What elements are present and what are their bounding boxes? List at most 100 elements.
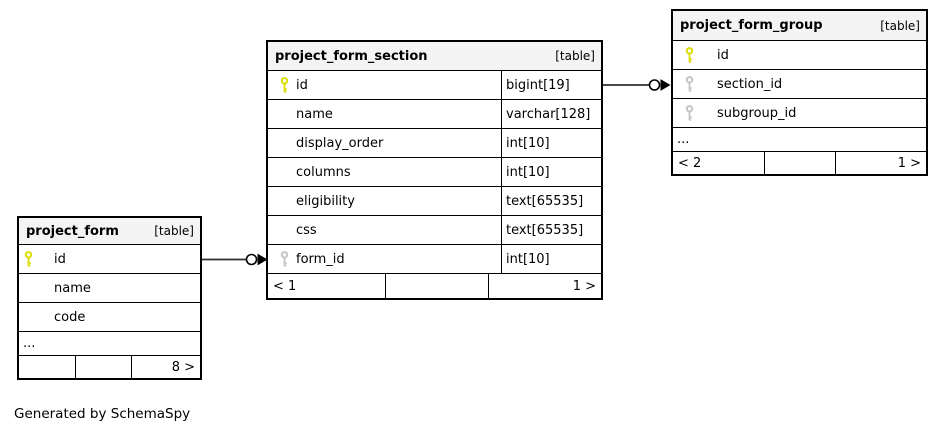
ellipsis-text: ...: [677, 132, 690, 147]
footer-parents: < 1: [268, 274, 385, 298]
more-columns-ellipsis: ...: [19, 332, 200, 356]
footer-parents: [19, 356, 75, 378]
column-row: subgroup_id: [673, 99, 926, 128]
column-name-cell: name: [19, 274, 200, 302]
column-name-cell: css: [268, 216, 501, 244]
footer-children-label: 1 >: [897, 155, 921, 171]
table-header: project_form_group [table]: [673, 11, 926, 41]
table-type-badge: [table]: [880, 18, 920, 33]
column-type: int[10]: [506, 164, 550, 180]
column-name: display_order: [296, 135, 384, 151]
column-name-cell: form_id: [268, 245, 501, 273]
column-type: text[65535]: [506, 222, 584, 238]
key-slot: [673, 105, 717, 121]
column-type: varchar[128]: [506, 106, 591, 122]
ellipsis-text: ...: [23, 336, 36, 351]
column-type-cell: bigint[19]: [501, 71, 601, 99]
column-name: css: [296, 222, 317, 238]
column-row: id: [19, 245, 200, 274]
table-header: project_form_section [table]: [268, 42, 601, 71]
foreign-key-icon: [685, 105, 694, 121]
column-type-cell: int[10]: [501, 129, 601, 157]
table-footer: < 2 1 >: [673, 152, 926, 174]
footer-children: 8 >: [131, 356, 200, 378]
table-title: project_form: [26, 223, 119, 239]
column-type-cell: text[65535]: [501, 216, 601, 244]
column-row: form_id int[10]: [268, 245, 601, 274]
key-slot: [268, 251, 296, 267]
column-name: id: [717, 47, 729, 63]
foreign-key-icon: [685, 76, 694, 92]
table-type-badge: [table]: [555, 49, 595, 63]
footer-children-label: 8 >: [171, 359, 195, 375]
column-name: columns: [296, 164, 351, 180]
column-type-cell: int[10]: [501, 245, 601, 273]
table-footer: < 1 1 >: [268, 274, 601, 298]
footer-middle: [764, 152, 835, 174]
footer-parents-label: < 1: [273, 278, 297, 294]
table-title: project_form_section: [275, 48, 428, 64]
column-row: id: [673, 41, 926, 70]
column-row: id bigint[19]: [268, 71, 601, 100]
column-name: id: [296, 77, 308, 93]
column-row: columns int[10]: [268, 158, 601, 187]
column-name-cell: subgroup_id: [673, 99, 926, 127]
column-name-cell: code: [19, 303, 200, 331]
key-slot: [19, 251, 54, 267]
column-name-cell: name: [268, 100, 501, 128]
connector-section-to-group: [603, 79, 671, 91]
primary-key-icon: [280, 77, 289, 93]
column-name-cell: section_id: [673, 70, 926, 98]
column-name: eligibility: [296, 193, 355, 209]
footer-children: 1 >: [834, 152, 926, 174]
column-row: name varchar[128]: [268, 100, 601, 129]
primary-key-icon: [685, 47, 694, 63]
column-name: form_id: [296, 251, 345, 267]
column-type: int[10]: [506, 251, 550, 267]
table-header: project_form[table]: [19, 218, 200, 245]
key-slot: [268, 77, 296, 93]
generated-by-caption: Generated by SchemaSpy: [14, 406, 191, 422]
column-name-cell: eligibility: [268, 187, 501, 215]
column-row: name: [19, 274, 200, 303]
footer-children: 1 >: [487, 274, 601, 298]
column-name-cell: id: [673, 41, 926, 69]
primary-key-icon: [24, 251, 33, 267]
column-name-cell: display_order: [268, 129, 501, 157]
table-project_form_section[interactable]: project_form_section [table] id bigint[19] n…: [266, 40, 603, 300]
column-type-cell: varchar[128]: [501, 100, 601, 128]
column-row: code: [19, 303, 200, 332]
column-type-cell: text[65535]: [501, 187, 601, 215]
column-name: name: [54, 280, 91, 296]
column-name: code: [54, 309, 86, 325]
column-type-cell: int[10]: [501, 158, 601, 186]
column-name: id: [54, 251, 66, 267]
column-type: bigint[19]: [506, 77, 570, 93]
footer-middle: [75, 356, 131, 378]
key-slot: [673, 76, 717, 92]
table-project_form[interactable]: project_form[table]id name code... 8 >: [17, 216, 202, 380]
table-footer: 8 >: [19, 356, 200, 378]
footer-parents-label: < 2: [678, 155, 702, 171]
column-name: subgroup_id: [717, 105, 797, 121]
key-slot: [673, 47, 717, 63]
column-name-cell: id: [19, 245, 200, 273]
column-row: css text[65535]: [268, 216, 601, 245]
table-title: project_form_group: [680, 18, 823, 33]
column-name-cell: id: [268, 71, 501, 99]
footer-middle: [384, 274, 488, 298]
column-name: section_id: [717, 76, 783, 92]
column-row: section_id: [673, 70, 926, 99]
connector-form-to-section: [202, 253, 268, 266]
column-name-cell: columns: [268, 158, 501, 186]
column-type: text[65535]: [506, 193, 584, 209]
footer-children-label: 1 >: [572, 278, 596, 294]
more-columns-ellipsis: ...: [673, 128, 926, 152]
column-name: name: [296, 106, 333, 122]
foreign-key-icon: [280, 251, 289, 267]
column-row: display_order int[10]: [268, 129, 601, 158]
column-type: int[10]: [506, 135, 550, 151]
footer-parents: < 2: [673, 152, 764, 174]
